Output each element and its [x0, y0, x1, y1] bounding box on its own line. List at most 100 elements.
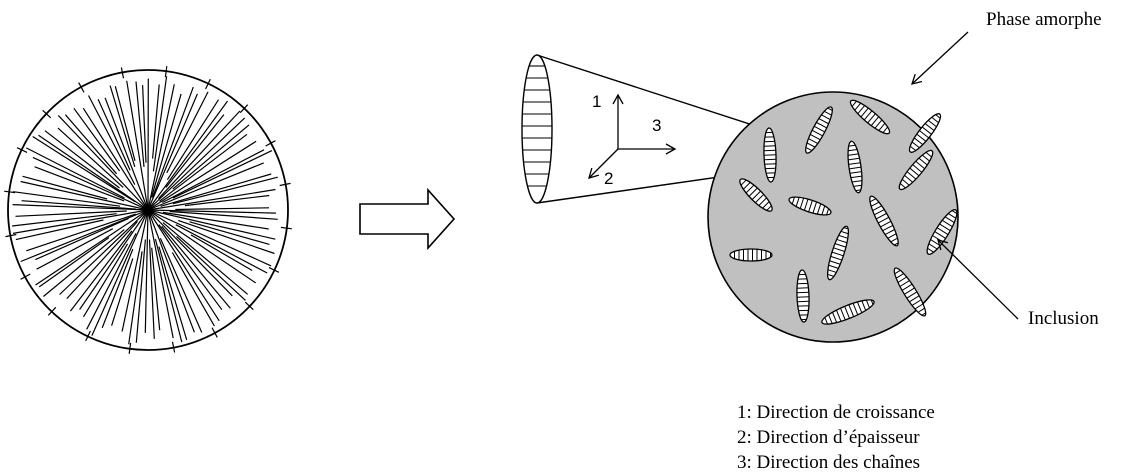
- lamella-line: [114, 86, 136, 161]
- lamella-line: [147, 162, 264, 211]
- legend-item-3: 3: Direction des chaînes: [737, 452, 920, 473]
- lamella-line: [162, 149, 265, 204]
- rim-tick: [279, 182, 291, 187]
- lamella-line: [36, 228, 114, 270]
- inclusion: [739, 178, 773, 212]
- lamella-line: [147, 209, 220, 322]
- lamella-line: [126, 80, 149, 211]
- lamella-line: [150, 93, 182, 198]
- lamella-line: [147, 140, 257, 211]
- legend: 1: Direction de croissance 2: Direction …: [737, 402, 935, 473]
- rim-tick: [128, 342, 132, 354]
- inclusion: [908, 113, 942, 153]
- lamella-line: [109, 85, 136, 167]
- lamella-line: [158, 110, 241, 200]
- inclusion: [826, 225, 850, 281]
- lamella-line: [32, 156, 149, 211]
- lamella-line: [82, 107, 149, 211]
- rim-tick: [211, 327, 218, 338]
- lamella-line: [86, 233, 137, 330]
- zoom-cone: [521, 54, 769, 204]
- lamella-line: [152, 86, 194, 198]
- lamellae-lines: [4, 66, 292, 354]
- lamella-line: [64, 114, 118, 175]
- lamella-line: [147, 209, 257, 284]
- lamella-line: [162, 211, 269, 230]
- lamella-line: [172, 150, 273, 199]
- lamella-line: [87, 95, 136, 185]
- lamella-line: [148, 239, 155, 339]
- axis-3-label: 3: [652, 116, 661, 135]
- inclusion: [893, 267, 927, 317]
- cone-base-lamellae: [521, 54, 553, 204]
- lamella-line: [35, 209, 149, 286]
- lamella-line: [166, 99, 220, 181]
- lamella-line: [57, 127, 124, 188]
- lamella-line: [184, 194, 270, 207]
- lamella-line: [26, 213, 136, 252]
- phase-amorphe-label: Phase amorphe: [986, 9, 1102, 30]
- lamella-line: [121, 209, 149, 332]
- lamella-line: [101, 248, 134, 329]
- lamella-line: [154, 238, 183, 343]
- lamella-line: [178, 219, 275, 255]
- lamella-line: [147, 100, 228, 211]
- lamella-line: [175, 207, 270, 211]
- lamella-line: [161, 225, 231, 309]
- lamella-line: [172, 176, 278, 205]
- inclusion: [788, 196, 832, 216]
- lamella-line: [190, 234, 253, 272]
- lamella-line: [12, 213, 117, 227]
- lamella-line: [160, 173, 272, 207]
- lamella-line: [172, 124, 250, 190]
- lamella-line: [159, 237, 203, 333]
- legend-item-1: 1: Direction de croissance: [737, 402, 935, 423]
- lamella-line: [152, 84, 160, 159]
- lamella-line: [151, 247, 161, 331]
- lamella-line: [147, 209, 276, 240]
- axis-2-label: 2: [604, 169, 613, 188]
- lamella-line: [147, 117, 246, 211]
- lamella-line: [69, 230, 133, 312]
- lamella-line: [175, 224, 268, 274]
- lamella-line: [159, 133, 248, 202]
- lamella-line: [171, 252, 215, 327]
- hollow-right-arrow-icon: [359, 187, 456, 251]
- lamella-line: [97, 98, 131, 171]
- rim-tick: [239, 104, 249, 114]
- inclusion: [763, 127, 777, 183]
- inclusion-pointer: [937, 239, 1019, 320]
- rim-tick: [5, 233, 17, 238]
- lamella-line: [66, 221, 138, 300]
- lamella-line: [152, 76, 168, 172]
- lamella-line: [34, 166, 125, 202]
- lamella-line: [169, 210, 278, 220]
- rim-tick: [47, 306, 57, 316]
- lamella-line: [59, 209, 149, 295]
- lamella-line: [12, 204, 149, 211]
- lamella-line: [135, 81, 145, 167]
- inclusions-group: [729, 99, 958, 325]
- legend-item-2: 2: Direction d’épaisseur: [737, 427, 920, 448]
- inclusion: [796, 269, 810, 323]
- rim-tick: [20, 273, 31, 280]
- lamella-line: [147, 209, 276, 214]
- lamella-line: [147, 209, 174, 339]
- inclusion: [821, 299, 875, 325]
- lamella-line: [22, 175, 108, 200]
- rim-tick: [205, 78, 211, 90]
- inclusion: [729, 248, 773, 262]
- lamella-line: [43, 229, 125, 297]
- lamella-line: [165, 114, 225, 188]
- lamella-line: [35, 217, 129, 261]
- lamella-line: [13, 191, 121, 207]
- lamella-line: [32, 135, 136, 203]
- lamella-line: [91, 209, 149, 336]
- inclusion-label: Inclusion: [1028, 308, 1099, 329]
- lamella-line: [135, 239, 146, 343]
- lamella-line: [189, 221, 270, 245]
- lamella-line: [15, 210, 127, 217]
- rim-tick: [78, 82, 85, 93]
- lamella-line: [147, 188, 276, 211]
